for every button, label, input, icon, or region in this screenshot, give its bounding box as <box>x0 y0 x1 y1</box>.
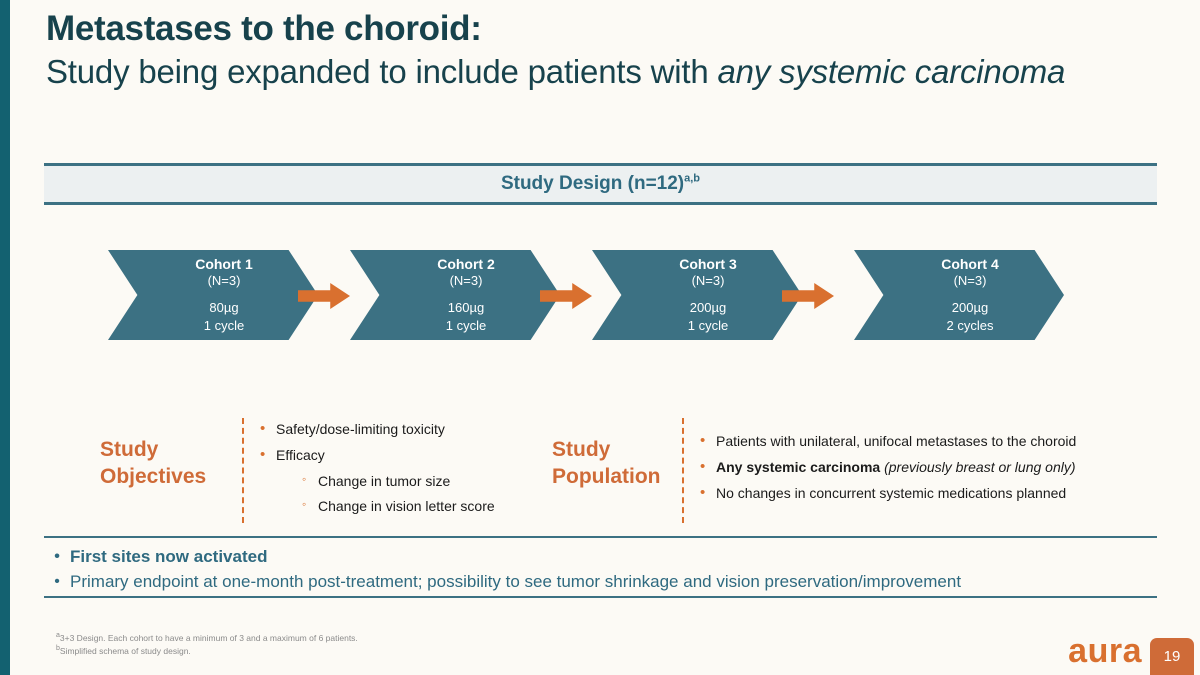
cohort-dose: 80µg <box>209 300 239 316</box>
cohort-dose: 160µg <box>447 300 485 316</box>
list-item-label: Safety/dose-limiting toxicity <box>276 421 445 437</box>
list-item: ◦ Change in vision letter score <box>302 497 495 516</box>
bullet-dot-icon: • <box>54 572 60 590</box>
list-item-label: Efficacy <box>276 446 325 463</box>
cohort-name: Cohort 4 <box>941 255 999 272</box>
page-title: Metastases to the choroid: <box>46 9 482 48</box>
bullet-dot-icon: • <box>260 445 266 463</box>
population-divider <box>682 418 684 523</box>
cohort-name: Cohort 2 <box>437 255 495 272</box>
key-takeaways: • First sites now activated • Primary en… <box>44 536 1157 598</box>
list-item-label: No changes in concurrent systemic medica… <box>716 484 1067 501</box>
footnote-b-text: Simplified schema of study design. <box>59 645 191 656</box>
list-item: • Safety/dose-limiting toxicity <box>260 420 495 439</box>
objectives-divider <box>242 418 244 523</box>
list-item: • No changes in concurrent systemic medi… <box>700 484 1076 503</box>
list-item-italic: (previously breast or lung only) <box>880 458 1076 475</box>
cohort-cycles: 1 cycle <box>203 317 245 333</box>
cohort-cycles: 2 cycles <box>946 317 994 333</box>
study-info-columns: Study Objectives • Safety/dose-limiting … <box>100 418 1160 523</box>
study-design-title: Study Design (n=12)a,b <box>501 173 700 195</box>
cohort-dose: 200µg <box>951 300 989 316</box>
footnote-a: a3+3 Design. Each cohort to have a minim… <box>56 632 358 645</box>
cohort-name: Cohort 3 <box>679 255 737 272</box>
objectives-list: • Safety/dose-limiting toxicity • Effica… <box>260 420 495 522</box>
cohort-dose: 200µg <box>689 300 727 316</box>
objectives-heading-line1: Study <box>100 438 159 461</box>
subtitle-italic: any systemic carcinoma <box>717 52 1066 90</box>
list-item-label: Any systemic carcinoma (previously breas… <box>716 458 1076 477</box>
list-item-label: Change in vision letter score <box>318 497 495 514</box>
cohort-size: (N=3) <box>953 273 987 289</box>
footnote-b: bSimplified schema of study design. <box>56 645 358 658</box>
population-list: • Patients with unilateral, unifocal met… <box>700 432 1076 510</box>
population-heading-line2: Population <box>552 465 661 489</box>
bullet-dot-icon: • <box>54 548 60 565</box>
list-item: ◦ Change in tumor size <box>302 472 495 491</box>
page-subtitle: Study being expanded to include patients… <box>46 51 1186 93</box>
cohort-size: (N=3) <box>449 273 483 289</box>
list-item: • Efficacy <box>260 446 495 465</box>
study-design-panel: Study Design (n=12)a,b <box>44 163 1157 205</box>
study-population-heading: Study Population <box>552 436 661 491</box>
study-objectives-heading: Study Objectives <box>100 436 206 491</box>
objectives-heading-line2: Objectives <box>100 465 207 489</box>
footnote-a-text: 3+3 Design. Each cohort to have a minimu… <box>59 633 358 643</box>
bullet-dot-icon: • <box>700 457 706 475</box>
bullet-dot-icon: • <box>260 420 266 437</box>
cohort-chevron-3: Cohort 3 (N=3) 200µg 1 cycle <box>592 250 802 340</box>
footnotes: a3+3 Design. Each cohort to have a minim… <box>56 632 358 658</box>
cohort-chevron-2: Cohort 2 (N=3) 160µg 1 cycle <box>350 250 560 340</box>
population-heading-line1: Study <box>552 438 611 461</box>
study-design-superscript: a,b <box>684 172 701 185</box>
bullet-dot-icon: • <box>700 432 706 449</box>
bullet-dot-icon: • <box>700 483 706 501</box>
cohort-cycles: 1 cycle <box>445 317 487 333</box>
takeaway-label: First sites now activated <box>70 547 268 566</box>
list-item: • Any systemic carcinoma (previously bre… <box>700 458 1076 477</box>
study-design-title-text: Study Design (n=12) <box>500 173 685 194</box>
cohort-flow-diagram: Cohort 1 (N=3) 80µg 1 cycle Cohort 2 (N=… <box>108 250 1088 340</box>
bullet-circle-icon: ◦ <box>302 496 307 511</box>
takeaway-row: • Primary endpoint at one-month post-tre… <box>44 570 1157 595</box>
list-item-label: Change in tumor size <box>318 472 451 489</box>
cohort-size: (N=3) <box>207 273 241 289</box>
list-item-label: Patients with unilateral, unifocal metas… <box>716 433 1077 449</box>
footnote-b-marker: b <box>56 644 60 652</box>
slide-title-block: Metastases to the choroid: Study being e… <box>46 8 1186 93</box>
aura-logo: aura <box>1068 632 1142 670</box>
cohort-cycles: 1 cycle <box>687 317 729 333</box>
cohort-size: (N=3) <box>691 273 725 289</box>
page-number-badge: 19 <box>1150 638 1194 675</box>
list-item: • Patients with unilateral, unifocal met… <box>700 432 1076 451</box>
cohort-chevron-4: Cohort 4 (N=3) 200µg 2 cycles <box>854 250 1064 340</box>
cohort-chevron-1: Cohort 1 (N=3) 80µg 1 cycle <box>108 250 318 340</box>
takeaway-row: • First sites now activated <box>44 545 1157 570</box>
takeaway-label: Primary endpoint at one-month post-treat… <box>70 571 962 591</box>
left-accent-bar <box>0 0 10 675</box>
footnote-a-marker: a <box>56 632 60 640</box>
bullet-circle-icon: ◦ <box>302 471 307 486</box>
subtitle-plain: Study being expanded to include patients… <box>46 52 718 90</box>
list-item-bold: Any systemic carcinoma <box>716 458 881 475</box>
cohort-name: Cohort 1 <box>195 255 253 272</box>
